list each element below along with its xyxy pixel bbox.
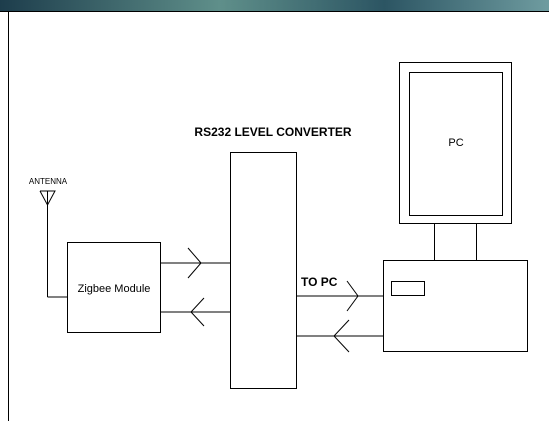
converter-to-pc-arrow	[297, 280, 383, 312]
to-pc-label: TO PC	[301, 275, 338, 289]
pc-monitor-stand	[434, 224, 477, 260]
antenna-label: ANTENNA	[29, 177, 68, 186]
pc-drive-slot	[391, 281, 425, 296]
pc-monitor-frame	[399, 62, 512, 224]
zigbee-module-box	[67, 242, 161, 333]
pc-monitor-screen	[409, 72, 503, 216]
pc-to-converter-arrow	[297, 319, 383, 353]
converter-to-zigbee-arrow	[161, 297, 230, 327]
zigbee-module-label: Zigbee Module	[78, 283, 151, 295]
pc-label: PC	[448, 137, 463, 149]
zigbee-to-converter-arrow	[161, 247, 230, 279]
rs232-converter-box	[230, 152, 297, 389]
pc-base-unit	[383, 260, 528, 352]
converter-label: RS232 LEVEL CONVERTER	[194, 125, 351, 139]
top-banner	[0, 0, 549, 11]
antenna-icon	[39, 190, 67, 298]
